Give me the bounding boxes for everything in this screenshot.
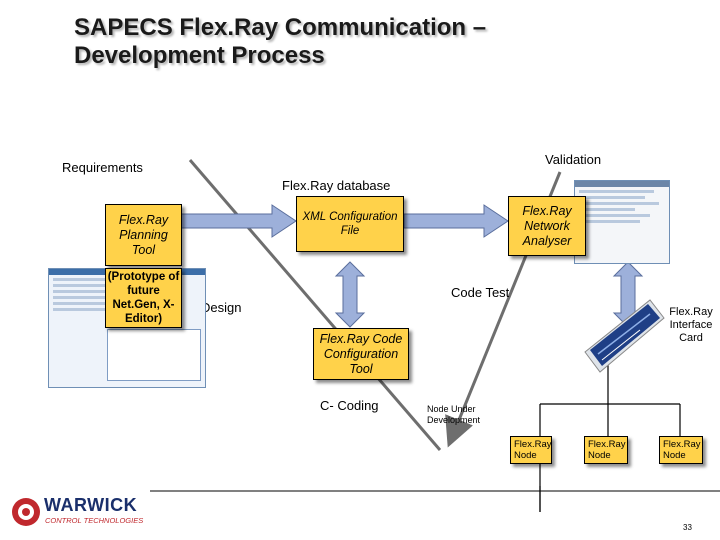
title-line-1: SAPECS Flex.Ray Communication – — [74, 14, 487, 41]
page-title: SAPECS Flex.Ray Communication – Developm… — [74, 14, 486, 70]
prototype-box: (Prototype of future Net.Gen, X-Editor) — [105, 268, 182, 328]
logo-main-text: WARWICK — [44, 495, 138, 515]
v-left-line — [188, 159, 442, 451]
arrow-planning-to-xml — [179, 204, 297, 238]
requirements-label: Requirements — [62, 160, 143, 175]
node-under-development-label: Node Under Development — [427, 404, 481, 425]
warwick-logo-icon — [12, 498, 40, 526]
code-test-label: Code Test — [451, 285, 510, 300]
interface-card-image — [584, 299, 665, 373]
page-number: 33 — [683, 523, 692, 532]
network-analyser-screenshot — [574, 180, 670, 264]
validation-label: Validation — [545, 152, 602, 167]
arrow-xml-to-analyser — [403, 204, 509, 238]
flexray-node-2: Flex.Ray Node — [584, 436, 628, 464]
network-analyser-box: Flex.Ray Network Analyser — [508, 196, 586, 256]
warwick-logo: WARWICK CONTROL TECHNOLOGIES — [10, 494, 150, 530]
code-config-box: Flex.Ray Code Configuration Tool — [313, 328, 409, 380]
logo-sub-text: CONTROL TECHNOLOGIES — [45, 516, 144, 525]
interface-card-label: Flex.Ray Interface Card — [669, 306, 713, 344]
node-tree-lines — [539, 355, 681, 512]
title-line-2: Development Process — [74, 42, 325, 69]
database-label: Flex.Ray database — [282, 178, 391, 193]
xml-config-box: XML Configuration File — [296, 196, 404, 252]
design-label: Design — [201, 300, 242, 315]
c-coding-label: C- Coding — [320, 398, 379, 413]
flexray-node-1: Flex.Ray Node — [510, 436, 552, 464]
arrow-xml-code-config — [334, 261, 366, 328]
flexray-node-3: Flex.Ray Node — [659, 436, 703, 464]
planning-tool-box: Flex.Ray Planning Tool — [105, 204, 182, 266]
